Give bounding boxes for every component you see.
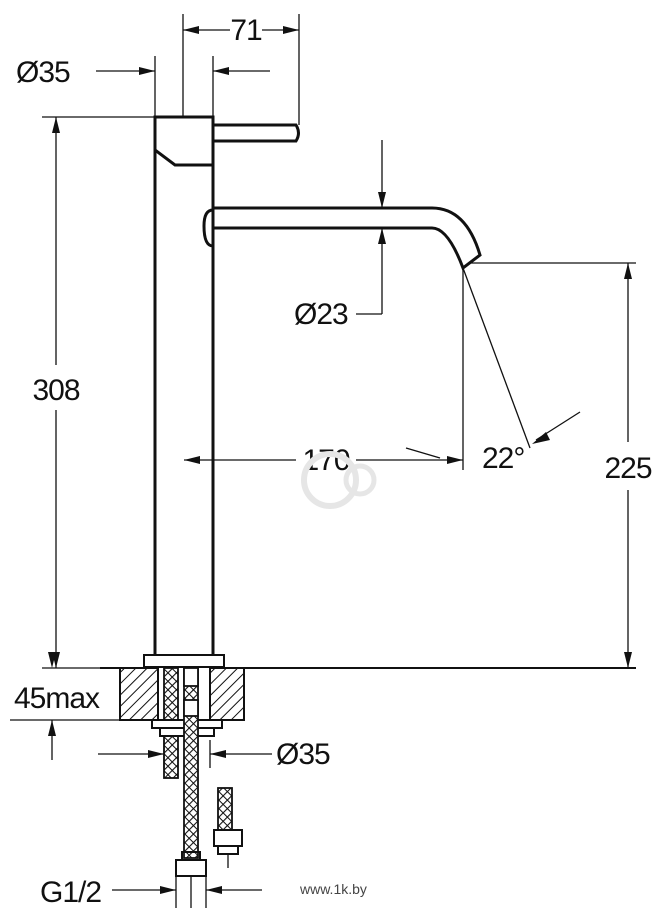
- label-body-diameter: Ø35: [16, 56, 70, 89]
- dim-shank-diameter: Ø35: [98, 738, 331, 771]
- label-total-height: 308: [32, 374, 79, 407]
- label-spout-height: 225: [604, 452, 651, 485]
- watermark: www.1k.by: [299, 451, 377, 897]
- faucet-body: [143, 115, 482, 668]
- label-counter-thickness: 45max: [14, 682, 100, 715]
- dim-lever-offset: 71: [182, 14, 300, 125]
- dim-body-diameter: Ø35: [16, 56, 270, 117]
- label-shank-diameter: Ø35: [276, 738, 330, 771]
- dim-counter-thickness: 45max: [10, 652, 120, 760]
- label-spout-diameter: Ø23: [294, 298, 348, 331]
- dim-connection-thread: G1/2: [40, 876, 262, 909]
- dim-spout-angle: 22°: [462, 267, 581, 475]
- fixing-assembly: [151, 667, 243, 908]
- dim-total-height: 308: [32, 116, 155, 669]
- label-spout-angle: 22°: [482, 442, 524, 475]
- dim-spout-height: 225: [470, 262, 653, 668]
- dim-spout-diameter: Ø23: [294, 140, 386, 331]
- label-connection-thread: G1/2: [40, 876, 101, 909]
- countertop-section: [100, 667, 636, 721]
- label-lever-offset: 71: [230, 14, 262, 47]
- watermark-text: www.1k.by: [299, 881, 367, 897]
